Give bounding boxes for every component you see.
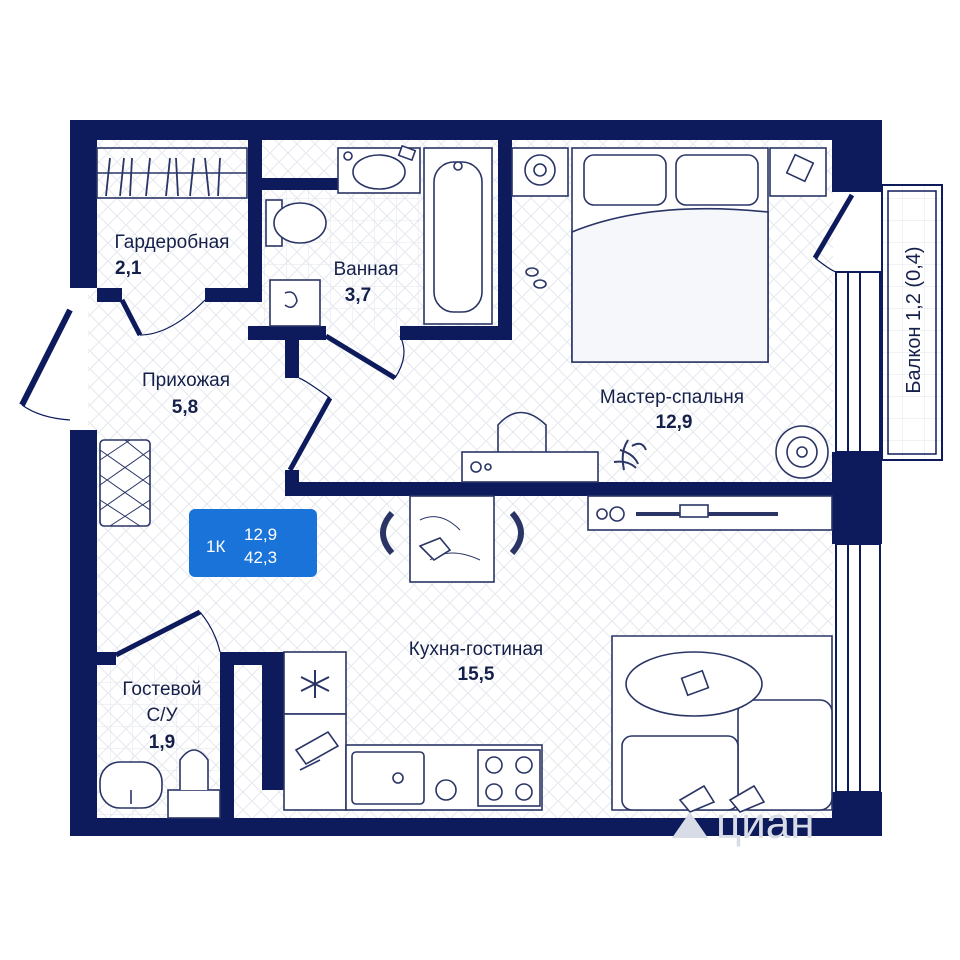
slippers-icon	[525, 267, 547, 289]
round-rug-icon	[775, 425, 829, 479]
balcony	[881, 184, 943, 461]
coffee-table-icon	[625, 651, 763, 717]
hallway-area: 5,8	[172, 397, 198, 418]
kitchen-name: Кухня-гостиная	[409, 639, 543, 660]
badge-rooms: 1К	[206, 537, 225, 556]
bathtub-icon	[423, 147, 493, 325]
balcony-label: Балкон 1,2 (0,4)	[903, 246, 925, 393]
wardrobe-area: 2,1	[115, 258, 142, 279]
hallway-name: Прихожая	[142, 370, 230, 391]
bedroom-area: 12,9	[656, 412, 693, 433]
doors	[19, 193, 855, 658]
kitchen-area: 15,5	[458, 664, 495, 685]
guest-wc-name-line1: Гостевой	[122, 679, 201, 700]
badge-living-area: 12,9	[244, 525, 277, 544]
apartment-badge: 1К 12,9 42,3	[189, 509, 317, 577]
desk-icon	[461, 411, 599, 483]
bed-icon	[571, 147, 769, 363]
bedroom-name: Мастер-спальня	[600, 387, 744, 408]
dining-table-icon	[380, 495, 524, 583]
wardrobe-name: Гардеробная	[115, 232, 230, 253]
guest-toilet-icon	[167, 749, 221, 819]
sink-icon	[337, 144, 421, 194]
washing-machine-icon	[269, 279, 321, 327]
badge-total-area: 42,3	[244, 548, 277, 567]
wardrobe-rack-icon	[96, 147, 248, 199]
guest-sink-icon	[99, 761, 163, 809]
stove-icon	[477, 749, 541, 807]
room-labels: Гардеробная 2,1 Ванная 3,7 Прихожая 5,8 …	[115, 232, 925, 753]
bathroom-name: Ванная	[333, 259, 398, 280]
watermark-text: циан	[716, 799, 815, 848]
nightstand-left-icon	[511, 147, 569, 197]
furniture	[96, 144, 833, 819]
bathroom-area: 3,7	[345, 285, 371, 306]
doormat-icon	[99, 439, 151, 527]
watermark: циан	[672, 799, 815, 848]
fridge-icon	[283, 651, 347, 715]
plant-icon	[613, 439, 647, 471]
cutting-board-icon	[283, 713, 347, 811]
guest-wc-area: 1,9	[149, 732, 175, 753]
toilet-icon	[265, 199, 327, 247]
nightstand-right-icon	[769, 147, 827, 197]
guest-wc-name-line2: С/У	[146, 705, 178, 726]
windows	[835, 271, 881, 793]
tv-unit-icon	[587, 495, 833, 531]
